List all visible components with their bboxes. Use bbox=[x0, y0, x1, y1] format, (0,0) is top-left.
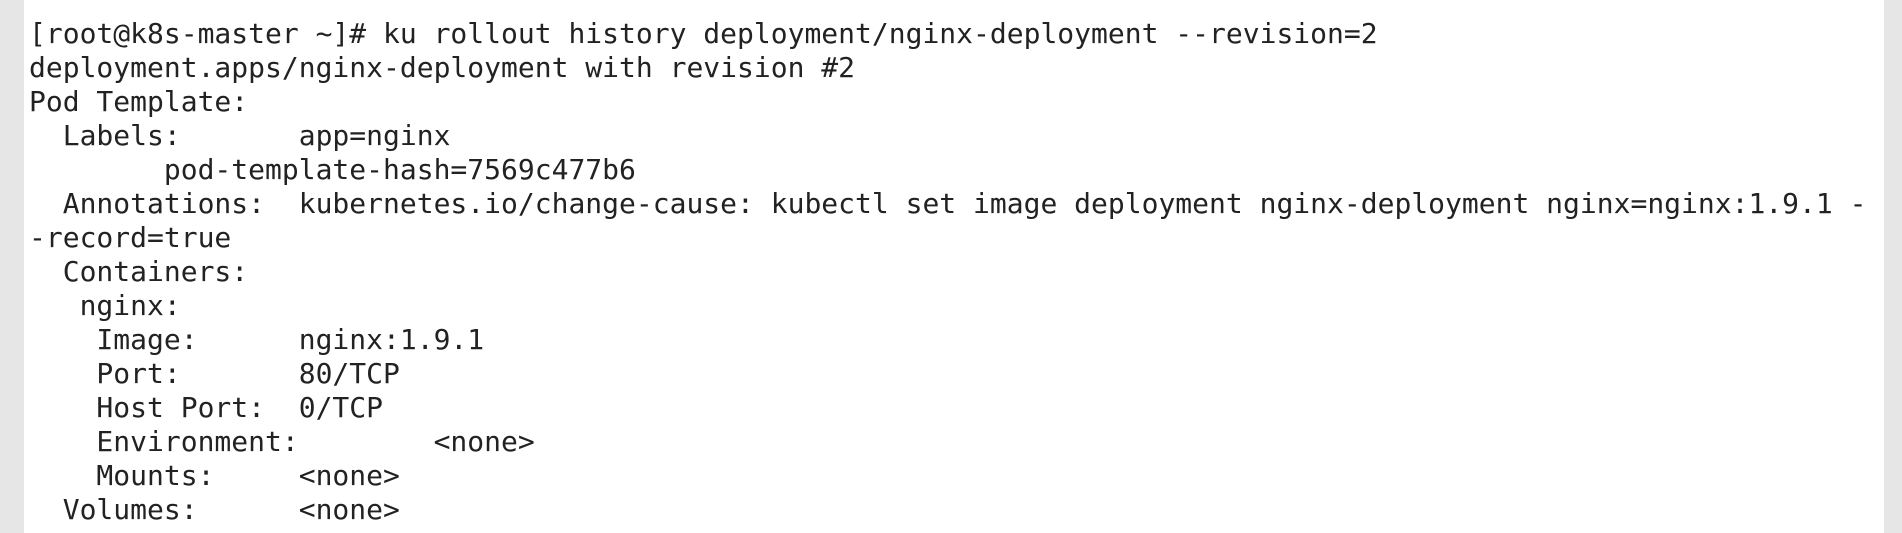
output-line: Annotations: kubernetes.io/change-cause:… bbox=[29, 187, 1867, 220]
output-line: Port: 80/TCP bbox=[29, 357, 400, 390]
output-line: Environment: <none> bbox=[29, 425, 535, 458]
terminal-output[interactable]: [root@k8s-master ~]# ku rollout history … bbox=[29, 17, 1879, 527]
output-line: Containers: bbox=[29, 255, 249, 288]
output-line: Pod Template: bbox=[29, 85, 249, 118]
output-line: deployment.apps/nginx-deployment with re… bbox=[29, 51, 856, 84]
terminal-left-border bbox=[0, 0, 24, 533]
output-line: nginx: bbox=[29, 289, 181, 322]
output-line: Mounts: <none> bbox=[29, 459, 400, 492]
output-line: pod-template-hash=7569c477b6 bbox=[29, 153, 636, 186]
command-prompt-line: [root@k8s-master ~]# ku rollout history … bbox=[29, 17, 1378, 50]
output-line: Image: nginx:1.9.1 bbox=[29, 323, 485, 356]
output-line: Labels: app=nginx bbox=[29, 119, 451, 152]
output-line: -record=true bbox=[29, 221, 232, 254]
output-line: Host Port: 0/TCP bbox=[29, 391, 384, 424]
terminal-right-border bbox=[1884, 0, 1902, 533]
output-line: Volumes: <none> bbox=[29, 493, 400, 526]
